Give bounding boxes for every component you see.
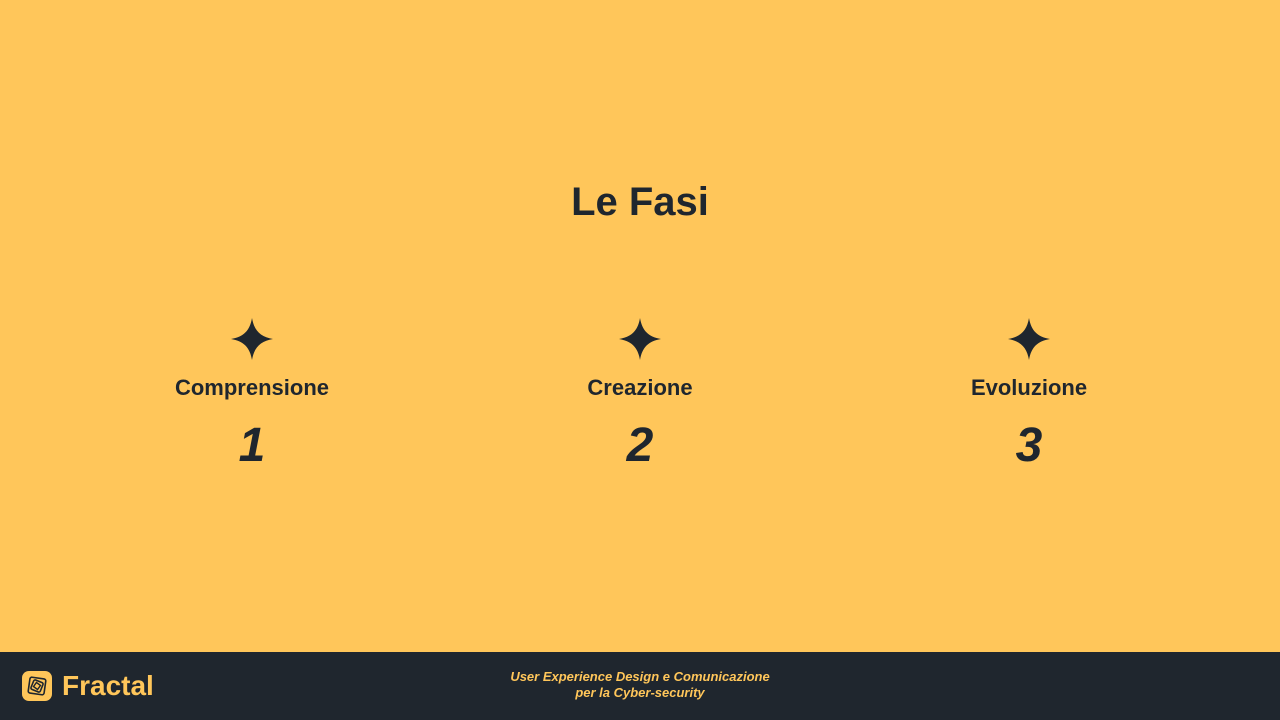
page-title: Le Fasi: [571, 180, 709, 224]
brand-logo: Fractal: [22, 670, 154, 702]
footer-bar: Fractal User Experience Design e Comunic…: [0, 652, 1280, 720]
phase-label: Creazione: [587, 375, 693, 400]
phase-item-3: Evoluzione 3: [899, 318, 1159, 474]
sparkle-star-icon: [619, 318, 661, 360]
footer-caption-line-2: per la Cyber-security: [575, 685, 705, 700]
fractal-logo-icon: [22, 671, 52, 701]
sparkle-star-icon: [1008, 318, 1050, 360]
footer-caption-line-1: User Experience Design e Comunicazione: [510, 669, 770, 684]
phase-number: 1: [238, 419, 266, 472]
phase-item-2: Creazione 2: [510, 318, 770, 474]
phase-number: 2: [626, 419, 654, 472]
footer-caption: User Experience Design e Comunicazione p…: [440, 669, 840, 701]
brand-name: Fractal: [62, 670, 154, 701]
phase-label: Comprensione: [174, 375, 330, 400]
sparkle-star-icon: [231, 318, 273, 360]
phase-label: Evoluzione: [970, 375, 1088, 400]
phase-item-1: Comprensione 1: [122, 318, 382, 474]
phase-number: 3: [1015, 419, 1043, 472]
